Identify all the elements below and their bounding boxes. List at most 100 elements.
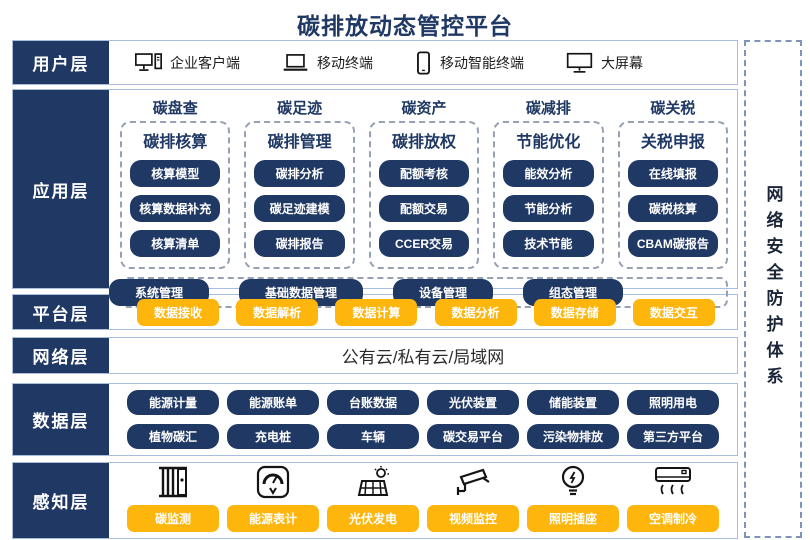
layer-user: 用户层 企业客户端 — [12, 40, 738, 85]
data-source: 车辆 — [327, 424, 419, 449]
data-source: 能源计量 — [127, 390, 219, 415]
layer-perception: 感知层 碳监测 — [12, 462, 738, 539]
sense-item-label: 碳监测 — [127, 505, 219, 532]
app-column-subtitle: 碳排核算 — [143, 134, 208, 151]
data-row-2: 植物碳汇 充电桩 车辆 碳交易平台 污染物排放 第三方平台 — [127, 424, 719, 449]
energy-meter-icon — [256, 465, 290, 499]
sense-item-carbon-monitor: 碳监测 — [127, 465, 219, 532]
data-source: 台账数据 — [327, 390, 419, 415]
platform-layer-content: 数据接收 数据解析 数据计算 数据分析 数据存储 数据交互 — [109, 295, 737, 329]
app-column-subtitle: 碳排放权 — [392, 134, 457, 151]
app-column-subtitle: 碳排管理 — [267, 134, 332, 151]
app-column-subtitle: 关税申报 — [640, 134, 705, 151]
app-column-carbon-tariff: 碳关税 关税申报 在线填报 碳税核算 CBAM碳报告 — [617, 97, 729, 269]
app-module: CCER交易 — [378, 230, 470, 257]
sense-item-label: 能源表计 — [227, 505, 319, 532]
app-module: 碳排分析 — [254, 160, 345, 187]
layer-label-application: 应用层 — [13, 90, 109, 288]
user-item-label: 移动终端 — [317, 54, 373, 71]
platform-module: 数据交互 — [632, 298, 715, 326]
data-source: 光伏装置 — [427, 390, 519, 415]
user-item-label: 企业客户端 — [170, 54, 240, 71]
network-text: 公有云/私有云/局域网 — [341, 348, 505, 367]
layer-data: 数据层 能源计量 能源账单 台账数据 光伏装置 储能装置 照明用电 植物碳汇 充… — [12, 383, 738, 456]
cctv-camera-icon — [453, 465, 493, 499]
data-source: 碳交易平台 — [427, 424, 519, 449]
data-source: 储能装置 — [527, 390, 619, 415]
app-module: 节能分析 — [503, 195, 594, 222]
layer-platform: 平台层 数据接收 数据解析 数据计算 数据分析 数据存储 数据交互 — [12, 294, 738, 330]
app-column-header: 碳足迹 — [277, 100, 323, 117]
layers-container: 用户层 企业客户端 — [12, 40, 738, 539]
layer-label-network: 网络层 — [13, 338, 109, 373]
desktop-pc-icon — [135, 52, 162, 73]
sense-item-label: 空调制冷 — [627, 505, 719, 532]
platform-module: 数据分析 — [434, 298, 517, 326]
sense-item-solar-power: 光伏发电 — [327, 465, 419, 532]
light-bulb-icon — [559, 465, 587, 499]
solar-power-icon — [354, 465, 392, 499]
big-screen-icon — [566, 52, 593, 74]
user-item-big-screen: 大屏幕 — [566, 52, 643, 74]
user-item-mobile-terminal: 移动终端 — [282, 52, 373, 73]
app-module: 配额考核 — [378, 160, 470, 187]
app-module: 能效分析 — [503, 160, 594, 187]
layer-label-perception: 感知层 — [13, 463, 109, 538]
app-column-header: 碳减排 — [525, 100, 571, 117]
data-source: 照明用电 — [627, 390, 719, 415]
security-sidebar: 网络安全防护体系 — [744, 40, 802, 538]
app-column-box: 关税申报 在线填报 碳税核算 CBAM碳报告 — [617, 121, 729, 269]
sense-item-energy-meter: 能源表计 — [227, 465, 319, 532]
smartphone-icon — [415, 50, 432, 75]
sense-item-light-socket: 照明插座 — [527, 465, 619, 532]
user-item-smart-terminal: 移动智能终端 — [415, 50, 524, 75]
platform-module: 数据计算 — [335, 298, 418, 326]
layer-application: 应用层 碳盘查 碳排核算 核算模型 核算数据补充 核算清单 碳足迹 — [12, 89, 738, 308]
sense-item-label: 视频监控 — [427, 505, 519, 532]
layer-label-platform: 平台层 — [13, 295, 109, 329]
app-column-header: 碳关税 — [650, 100, 696, 117]
layer-label-user: 用户层 — [13, 41, 109, 84]
data-source: 污染物排放 — [527, 424, 619, 449]
platform-module: 数据存储 — [533, 298, 616, 326]
user-layer-content: 企业客户端 移动终端 — [109, 41, 737, 84]
app-column-carbon-asset: 碳资产 碳排放权 配额考核 配额交易 CCER交易 — [368, 97, 480, 269]
app-module: CBAM碳报告 — [627, 230, 719, 257]
app-column-box: 碳排放权 配额考核 配额交易 CCER交易 — [368, 121, 480, 269]
user-item-enterprise-client: 企业客户端 — [135, 52, 240, 73]
app-column-carbon-reduction: 碳减排 节能优化 能效分析 节能分析 技术节能 — [493, 97, 604, 269]
laptop-icon — [282, 52, 309, 73]
application-layer-content: 碳盘查 碳排核算 核算模型 核算数据补充 核算清单 碳足迹 碳排管理 碳排分析 — [108, 90, 737, 308]
app-module: 配额交易 — [378, 195, 470, 222]
network-layer-content: 公有云/私有云/局域网 — [109, 338, 737, 373]
app-column-box: 节能优化 能效分析 节能分析 技术节能 — [493, 121, 604, 269]
app-module: 碳足迹建模 — [254, 195, 345, 222]
data-layer-content: 能源计量 能源账单 台账数据 光伏装置 储能装置 照明用电 植物碳汇 充电桩 车… — [109, 384, 737, 455]
sense-item-label: 光伏发电 — [327, 505, 419, 532]
application-columns: 碳盘查 碳排核算 核算模型 核算数据补充 核算清单 碳足迹 碳排管理 碳排分析 — [120, 97, 729, 269]
security-sidebar-label: 网络安全防护体系 — [763, 185, 783, 393]
perception-layer-content: 碳监测 能源表计 — [109, 463, 737, 538]
app-module: 碳税核算 — [627, 195, 719, 222]
page-title: 碳排放动态管控平台 — [297, 13, 513, 39]
sense-item-video-monitor: 视频监控 — [427, 465, 519, 532]
air-conditioner-icon — [653, 465, 693, 499]
carbon-monitor-icon — [155, 465, 191, 499]
data-source: 植物碳汇 — [127, 424, 219, 449]
platform-module: 数据解析 — [236, 298, 319, 326]
sense-item-label: 照明插座 — [527, 505, 619, 532]
app-column-carbon-footprint: 碳足迹 碳排管理 碳排分析 碳足迹建模 碳排报告 — [244, 97, 355, 269]
app-module: 核算清单 — [130, 230, 221, 257]
data-source: 能源账单 — [227, 390, 319, 415]
app-column-box: 碳排核算 核算模型 核算数据补充 核算清单 — [120, 121, 231, 269]
user-item-label: 移动智能终端 — [440, 54, 524, 71]
app-module: 在线填报 — [627, 160, 719, 187]
user-item-label: 大屏幕 — [601, 54, 643, 71]
app-column-header: 碳资产 — [401, 100, 447, 117]
app-module: 技术节能 — [503, 230, 594, 257]
layer-network: 网络层 公有云/私有云/局域网 — [12, 337, 738, 374]
app-module: 核算模型 — [130, 160, 221, 187]
app-column-carbon-inventory: 碳盘查 碳排核算 核算模型 核算数据补充 核算清单 — [120, 97, 231, 269]
app-column-subtitle: 节能优化 — [516, 134, 581, 151]
